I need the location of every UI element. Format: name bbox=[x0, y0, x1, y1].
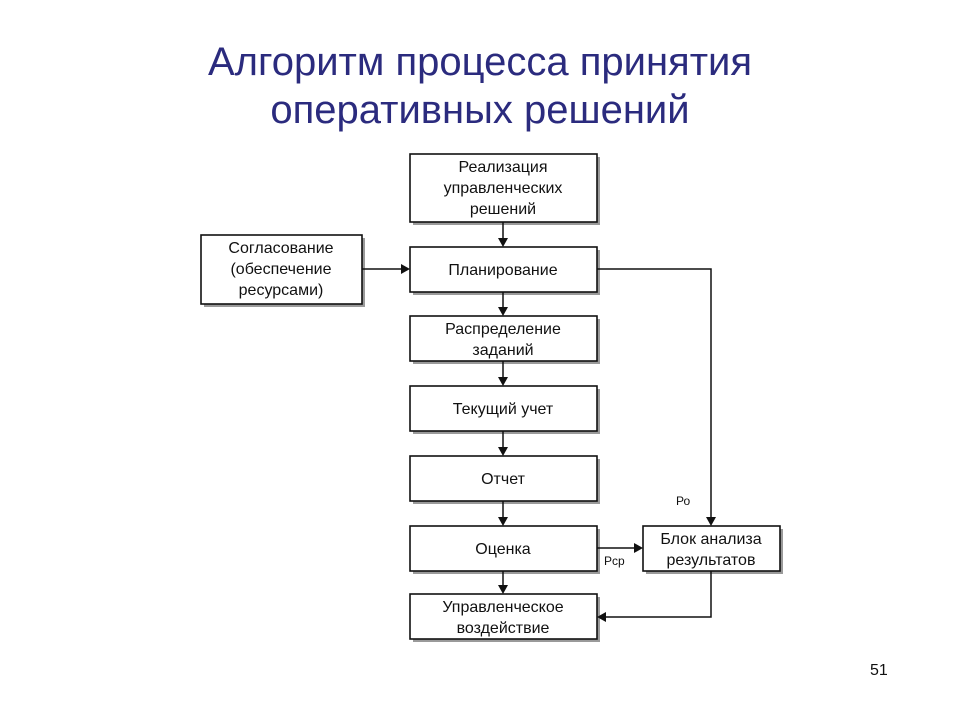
node-current-accounting: Текущий учет bbox=[409, 385, 598, 432]
node-influence-line-1: Управленческое bbox=[442, 599, 563, 616]
node-coordination-line-2: (обеспечение bbox=[230, 261, 331, 278]
arrow-evaluation-to-analysis bbox=[597, 543, 643, 553]
arrow-realization-to-planning bbox=[498, 222, 508, 247]
node-influence: Управленческое воздействие bbox=[409, 593, 598, 640]
arrow-evaluation-to-influence bbox=[498, 571, 508, 594]
arrow-planning-to-analysis bbox=[597, 268, 716, 526]
node-distribution-line-2: заданий bbox=[472, 342, 533, 359]
arrow-report-to-evaluation bbox=[498, 501, 508, 526]
node-coordination-line-3: ресурсами) bbox=[239, 282, 324, 299]
node-analysis-line-1: Блок анализа bbox=[660, 531, 761, 548]
arrow-analysis-to-influence bbox=[597, 571, 712, 622]
node-evaluation-line-1: Оценка bbox=[475, 541, 531, 558]
node-report: Отчет bbox=[409, 455, 598, 502]
slide-title: Алгоритм процесса принятия оперативных р… bbox=[0, 38, 960, 134]
node-report-line-1: Отчет bbox=[481, 471, 525, 488]
slide-title-line-1: Алгоритм процесса принятия bbox=[207, 40, 753, 84]
node-realization-line-3: решений bbox=[470, 201, 536, 218]
node-realization: Реализация управленческих решений bbox=[409, 153, 598, 223]
node-analysis-line-2: результатов bbox=[667, 552, 756, 569]
node-coordination-line-1: Согласование bbox=[228, 240, 333, 257]
arrow-planning-to-distribution bbox=[498, 292, 508, 316]
page-number: 51 bbox=[870, 662, 888, 679]
arrow-coordination-to-planning bbox=[362, 264, 410, 274]
node-evaluation: Оценка bbox=[409, 525, 598, 572]
node-influence-line-2: воздействие bbox=[457, 620, 550, 637]
node-distribution: Распределение заданий bbox=[409, 315, 598, 362]
node-coordination: Согласование (обеспечение ресурсами) bbox=[200, 234, 363, 305]
node-realization-line-1: Реализация bbox=[458, 159, 547, 176]
node-distribution-line-1: Распределение bbox=[445, 321, 561, 338]
node-planning: Планирование bbox=[409, 246, 598, 293]
edge-label-pcp: Рср bbox=[604, 554, 625, 568]
node-planning-line-1: Планирование bbox=[448, 262, 557, 279]
node-realization-line-2: управленческих bbox=[444, 180, 563, 197]
node-current-line-1: Текущий учет bbox=[453, 401, 554, 418]
slide-title-line-2: оперативных решений bbox=[270, 88, 690, 132]
node-analysis-block: Блок анализа результатов bbox=[642, 525, 781, 572]
arrow-current-to-report bbox=[498, 431, 508, 456]
edge-label-po: Ро bbox=[676, 494, 690, 508]
arrow-distribution-to-current bbox=[498, 361, 508, 386]
